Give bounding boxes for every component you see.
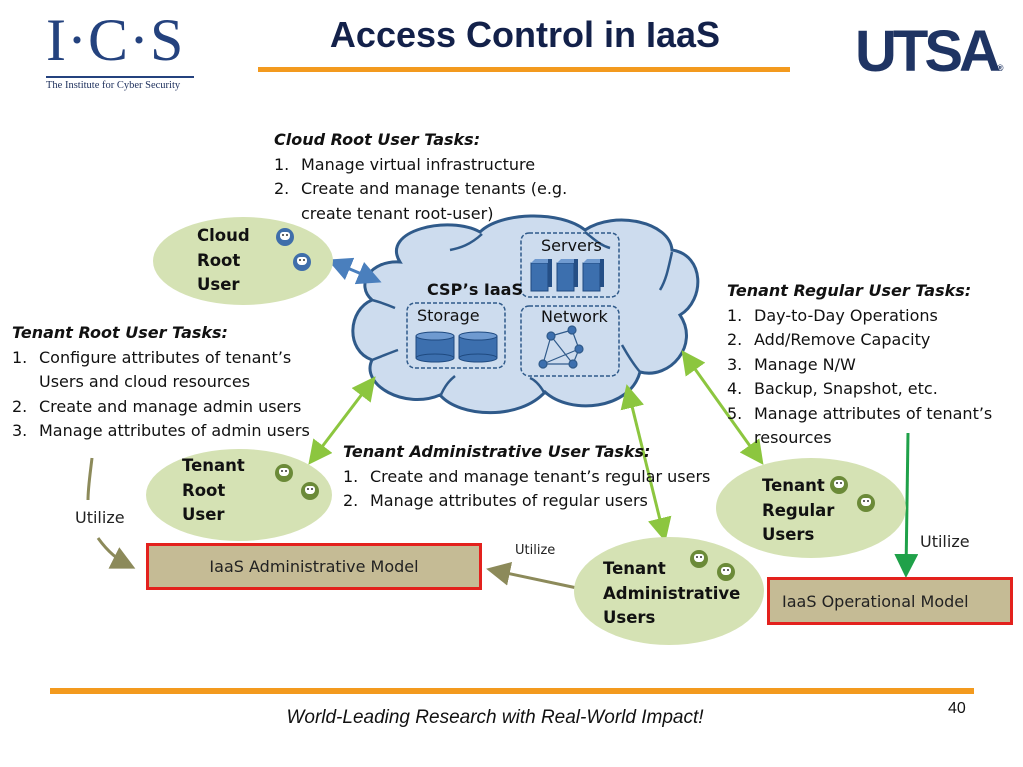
label-line: Tenant <box>603 559 666 578</box>
task-item: 3.Manage attributes of admin users <box>12 421 310 440</box>
iaas-administrative-model: IaaS Administrative Model <box>146 543 482 590</box>
user-icon <box>275 464 293 482</box>
utilize-label-admin: Utilize <box>515 543 556 558</box>
user-icon <box>276 228 294 246</box>
label-line: User <box>197 275 240 294</box>
label-line: Users <box>762 525 815 544</box>
actor-tenant-regular-users <box>716 458 906 558</box>
arrow-tenant-root-to-cloud <box>308 376 376 465</box>
label-line: Root <box>197 250 241 270</box>
tenant-admin-tasks: Tenant Administrative User Tasks: 1.Crea… <box>343 440 733 514</box>
arrow-tenant-regular-to-cloud <box>681 350 764 465</box>
cloud-root-tasks: Cloud Root User Tasks: 1.Manage virtual … <box>274 128 614 226</box>
label-line: Regular <box>762 500 835 520</box>
arrow-root-utilize-administrative <box>86 457 94 501</box>
utsa-logo: UTSA® <box>855 22 1004 98</box>
user-icon <box>717 563 735 581</box>
network-label: Network <box>541 307 608 326</box>
arrow-admin-utilize-administrative <box>486 561 578 590</box>
server-icon <box>582 259 604 292</box>
iaas-operational-model: IaaS Operational Model <box>767 577 1013 625</box>
tenant-root-tasks: Tenant Root User Tasks: 1.Configure attr… <box>12 321 332 444</box>
user-icon <box>857 494 875 512</box>
actor-cloud-root-user-label: Cloud Root User <box>197 224 250 298</box>
arrow-regular-utilize-operational <box>894 432 919 578</box>
utilize-label-regular: Utilize <box>920 532 970 551</box>
task-item: 2.Create and manage tenants (e.g. create… <box>274 179 568 223</box>
utsa-logo-text: UTSA <box>855 19 1001 84</box>
utilize-label-root: Utilize <box>75 508 125 527</box>
user-icon <box>830 476 848 494</box>
storage-label: Storage <box>417 306 480 325</box>
ics-logo-letters: I·C·S <box>46 7 185 73</box>
user-icon <box>690 550 708 568</box>
cloud-title: CSP’s IaaS <box>427 280 523 299</box>
actor-tenant-regular-users-label: Tenant Regular Users <box>762 474 834 548</box>
task-item: 4.Backup, Snapshot, etc. <box>727 379 938 398</box>
arrow-tenant-admin-to-cloud <box>620 384 672 542</box>
slide-title: Access Control in IaaS <box>329 14 721 55</box>
actor-tenant-administrative-users <box>574 537 764 645</box>
server-icon <box>530 259 552 292</box>
iaas-cloud <box>351 214 700 415</box>
ics-logo-subtitle: The Institute for Cyber Security <box>46 80 181 91</box>
task-item: 1.Create and manage tenant’s regular use… <box>343 466 711 486</box>
page-number: 40 <box>948 700 966 717</box>
footer-divider <box>50 688 974 694</box>
task-heading: Tenant Root User Tasks: <box>12 323 228 342</box>
task-item: 5.Manage attributes of tenant’s resource… <box>727 403 993 448</box>
task-heading: Tenant Regular User Tasks: <box>727 281 972 300</box>
server-icon <box>556 259 578 292</box>
label-line: User <box>182 505 225 524</box>
user-icon <box>301 482 319 500</box>
servers-box <box>520 232 620 298</box>
user-icon <box>293 253 311 271</box>
servers-label: Servers <box>541 236 602 255</box>
task-heading: Tenant Administrative User Tasks: <box>343 442 651 461</box>
actor-tenant-root-user-label: Tenant Root User <box>182 454 245 528</box>
label-line: Root <box>182 480 226 500</box>
database-icon <box>415 331 455 363</box>
task-item: 2.Add/Remove Capacity <box>727 330 931 349</box>
title-underline <box>258 67 790 72</box>
task-item: 1.Manage virtual infrastructure <box>274 154 536 174</box>
registered-mark: ® <box>996 63 1004 73</box>
ics-logo: I·C·S The Institute for Cyber Security <box>46 8 196 93</box>
arrow-root-utilize-administrative-tail <box>96 537 136 569</box>
storage-box <box>406 302 506 369</box>
task-item: 1.Day-to-Day Operations <box>727 305 938 325</box>
network-graph-icon <box>538 325 584 369</box>
ics-logo-rule <box>46 76 194 78</box>
task-item: 3.Manage N/W <box>727 354 856 374</box>
task-item: 1.Configure attributes of tenant’s Users… <box>12 347 292 392</box>
actor-tenant-administrative-users-label: Tenant Administrative Users <box>603 557 740 631</box>
label-line: Tenant <box>762 476 825 495</box>
network-box <box>520 305 620 377</box>
label-line: Administrative <box>603 583 741 603</box>
arrow-cloud-root-to-cloud <box>327 257 382 285</box>
cloud-shape <box>351 214 700 415</box>
label-line: Users <box>603 608 656 627</box>
task-item: 2.Create and manage admin users <box>12 396 302 416</box>
database-icon <box>458 331 498 363</box>
task-item: 2.Manage attributes of regular users <box>343 491 648 510</box>
tenant-regular-tasks: Tenant Regular User Tasks: 1.Day-to-Day … <box>727 279 1017 451</box>
label-line: Tenant <box>182 456 245 475</box>
footer-tagline: World-Leading Research with Real-World I… <box>286 707 704 728</box>
label-line: Cloud <box>197 226 250 245</box>
task-heading: Cloud Root User Tasks: <box>274 130 481 149</box>
